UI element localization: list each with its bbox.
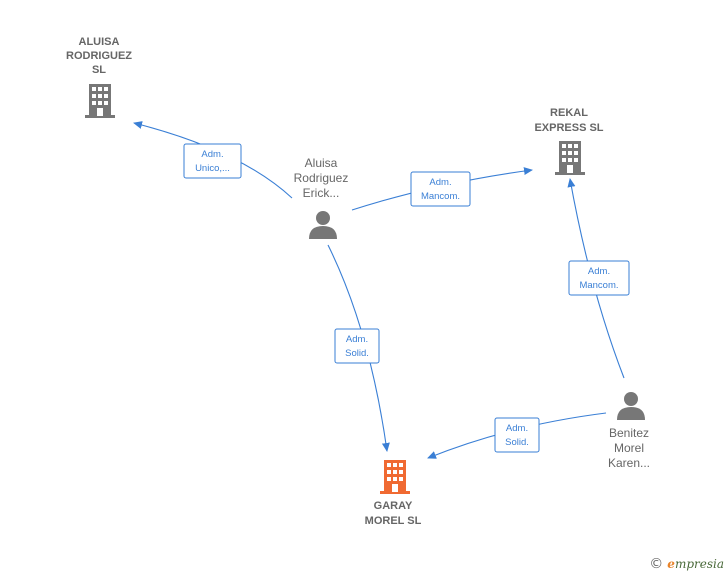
copyright-symbol: ©: [649, 556, 664, 572]
node-aluisa-rodriguez-erick[interactable]: Aluisa Rodriguez Erick...: [294, 156, 349, 239]
badge-box: [410, 171, 471, 207]
badge-box: [494, 417, 540, 453]
badge-box: [568, 260, 630, 296]
node-benitez-morel-karen[interactable]: Benitez Morel Karen...: [608, 392, 650, 470]
badge-box: [183, 143, 242, 179]
building-icon: [85, 84, 115, 118]
badge-line-2: Unico,...: [195, 163, 230, 174]
edge-badge[interactable]: Adm. Mancom.: [568, 260, 630, 296]
node-garay-morel-sl[interactable]: GARAY MOREL SL: [365, 460, 422, 527]
person-icon: [617, 392, 645, 420]
person-icon: [309, 211, 337, 239]
node-label-line: Aluisa: [305, 156, 338, 170]
edge-badge[interactable]: Adm. Unico,...: [183, 143, 242, 179]
node-label-line: Rodriguez: [294, 171, 349, 185]
building-icon: [380, 460, 410, 494]
node-label-line: Morel: [614, 441, 644, 455]
node-label-line: REKAL: [550, 107, 588, 119]
node-label-line: Karen...: [608, 456, 650, 470]
badge-line-1: Adm.: [506, 423, 528, 434]
edge-badge[interactable]: Adm. Solid.: [334, 328, 380, 364]
node-label-line: MOREL SL: [365, 515, 422, 527]
badge-box: [334, 328, 380, 364]
brand-name: mpresia: [674, 557, 724, 571]
badge-line-2: Mancom.: [579, 280, 618, 291]
badge-line-1: Adm.: [588, 266, 610, 277]
edge-badge[interactable]: Adm. Solid.: [494, 417, 540, 453]
badge-line-1: Adm.: [429, 177, 451, 188]
badge-line-2: Mancom.: [421, 191, 460, 202]
badge-line-2: Solid.: [505, 437, 529, 448]
node-label-line: ALUISA: [79, 36, 120, 48]
footer-brand: ©empresia: [649, 556, 724, 572]
node-label-line: Benitez: [609, 426, 649, 440]
badge-line-1: Adm.: [201, 149, 223, 160]
node-rekal-express-sl[interactable]: REKAL EXPRESS SL: [534, 107, 604, 175]
building-icon: [555, 141, 585, 175]
edge-badge[interactable]: Adm. Mancom.: [410, 171, 471, 207]
node-aluisa-rodriguez-sl[interactable]: ALUISA RODRIGUEZ SL: [66, 36, 132, 118]
badge-line-2: Solid.: [345, 348, 369, 359]
node-label-line: EXPRESS SL: [534, 122, 603, 134]
brand-initial: e: [667, 557, 675, 571]
node-label-line: RODRIGUEZ: [66, 50, 132, 62]
node-label-line: GARAY: [374, 500, 413, 512]
node-label-line: Erick...: [303, 186, 340, 200]
badge-line-1: Adm.: [346, 334, 368, 345]
node-label-line: SL: [92, 64, 106, 76]
